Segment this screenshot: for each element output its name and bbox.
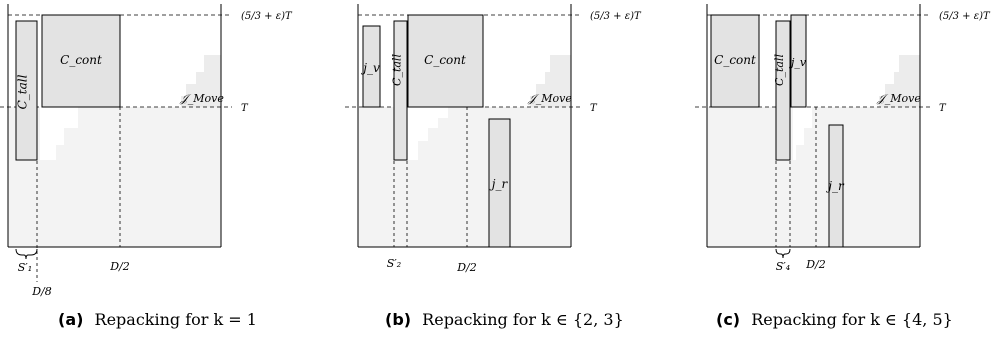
lower-level-label: T bbox=[939, 103, 947, 114]
caption-c-text: Repacking for k ∈ {4, 5} bbox=[751, 310, 953, 329]
j-v-label: j_v bbox=[788, 56, 807, 69]
d2-tick-label: D/2 bbox=[109, 260, 130, 273]
c-cont-box bbox=[710, 14, 760, 108]
lower-level-label: T bbox=[590, 103, 598, 114]
j-move-label: 𝒥_Move bbox=[876, 92, 921, 105]
c-tall-label: C_tall bbox=[391, 54, 404, 86]
caption-c-label: (c) bbox=[716, 310, 740, 329]
j-move-staircase bbox=[181, 55, 221, 107]
upper-level-label: (5/3 + ε)T bbox=[939, 11, 991, 22]
staircase-gap bbox=[40, 107, 78, 160]
upper-level-label: (5/3 + ε)T bbox=[241, 11, 293, 22]
s-tick-label: S′₄ bbox=[776, 260, 790, 273]
c-cont-box bbox=[407, 14, 484, 108]
caption-b: (b) Repacking for k ∈ {2, 3} bbox=[385, 310, 624, 329]
c-cont-label: C_cont bbox=[424, 53, 466, 67]
staircase-gap bbox=[408, 107, 448, 160]
j-r-box bbox=[828, 124, 844, 248]
caption-a-label: (a) bbox=[58, 310, 83, 329]
d2-tick-label: D/2 bbox=[456, 261, 477, 274]
j-r-label: j_r bbox=[489, 177, 509, 191]
j-r-label: j_r bbox=[825, 179, 845, 193]
panel-b: j_v C_tall C_cont 𝒥_Move j_r (5/3 + ε)T … bbox=[345, 4, 642, 329]
s-tick-label: S′₂ bbox=[387, 257, 401, 270]
c-tall-label: C_tall bbox=[773, 54, 786, 86]
caption-b-label: (b) bbox=[385, 310, 411, 329]
s-brace bbox=[775, 248, 791, 259]
panel-a: C_tall C_cont 𝒥_Move (5/3 + ε)T T S′₁ D/… bbox=[0, 4, 293, 329]
s-brace bbox=[15, 248, 38, 260]
c-tall-box bbox=[775, 20, 791, 161]
d2-tick-label: D/2 bbox=[805, 258, 826, 271]
j-v-label: j_v bbox=[360, 61, 380, 75]
j-v-box bbox=[790, 14, 807, 108]
packing-area bbox=[707, 107, 920, 247]
staircase-gap bbox=[793, 107, 812, 160]
caption-a: (a) Repacking for k = 1 bbox=[58, 310, 257, 329]
caption-c: (c) Repacking for k ∈ {4, 5} bbox=[716, 310, 953, 329]
caption-a-text: Repacking for k = 1 bbox=[95, 310, 257, 329]
j-move-staircase bbox=[879, 55, 920, 107]
packing-area bbox=[8, 107, 221, 247]
c-cont-label: C_cont bbox=[714, 53, 756, 67]
d8-tick-label: D/8 bbox=[31, 285, 52, 298]
c-tall-label: C_tall bbox=[16, 74, 30, 109]
j-move-staircase bbox=[530, 55, 571, 107]
s-tick-label: S′₁ bbox=[18, 261, 32, 274]
j-move-label: 𝒥_Move bbox=[527, 92, 572, 105]
lower-level-label: T bbox=[241, 103, 249, 114]
c-cont-label: C_cont bbox=[60, 53, 102, 67]
caption-b-text: Repacking for k ∈ {2, 3} bbox=[422, 310, 624, 329]
c-tall-box bbox=[15, 20, 38, 161]
j-r-box bbox=[488, 118, 511, 248]
panel-c: C_cont C_tall j_v 𝒥_Move j_r (5/3 + ε)T … bbox=[695, 4, 991, 329]
c-cont-box bbox=[41, 14, 121, 108]
packing-area bbox=[358, 107, 571, 247]
c-tall-box bbox=[393, 20, 408, 161]
j-v-box bbox=[362, 25, 381, 108]
j-move-label: 𝒥_Move bbox=[179, 92, 224, 105]
upper-level-label: (5/3 + ε)T bbox=[590, 11, 642, 22]
